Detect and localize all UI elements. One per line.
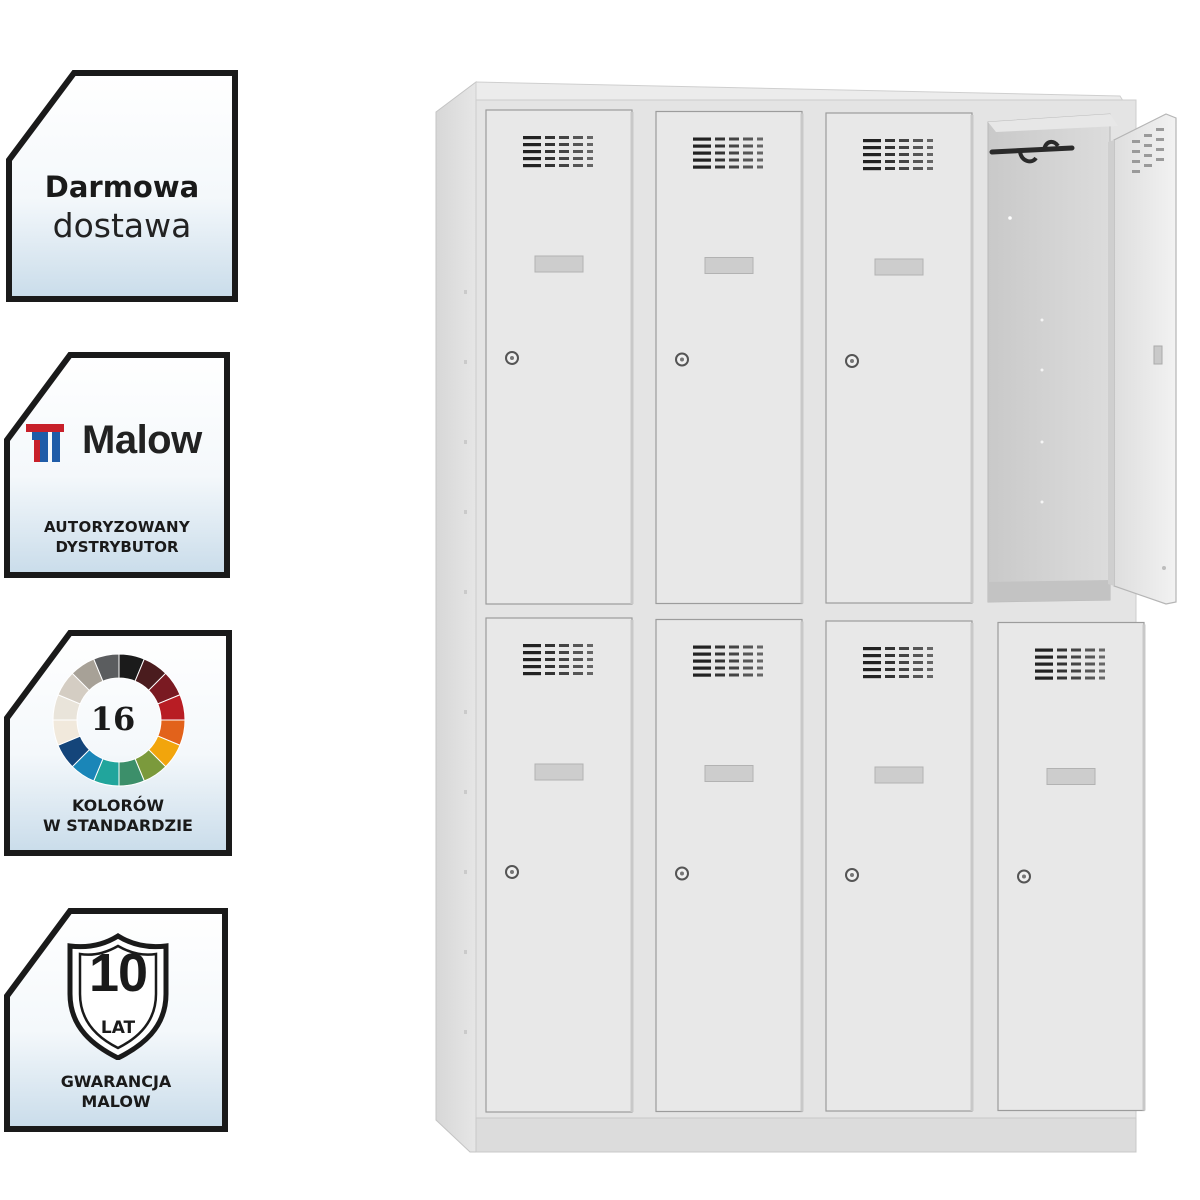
free-delivery-badge: Darmowa dostawa — [6, 70, 238, 302]
distributor-line-2: DYSTRYBUTOR — [55, 538, 179, 556]
warranty-line-2: MALOW — [81, 1092, 151, 1111]
vent-slots-icon — [863, 647, 933, 679]
label-holder — [874, 258, 924, 276]
label-holder — [534, 255, 584, 273]
vent-slots-icon — [523, 136, 593, 168]
locker-door[interactable] — [825, 620, 974, 1112]
cabinet-side-panel — [435, 81, 477, 1153]
cabinet-base — [475, 1117, 1137, 1153]
malow-logo-icon — [26, 424, 64, 462]
locker-door[interactable] — [485, 109, 634, 605]
color-count: 16 — [90, 700, 136, 738]
vent-slots-icon — [523, 644, 593, 676]
label-holder — [1046, 768, 1096, 785]
color-wheel-segment — [93, 653, 120, 682]
colors-line-2: W STANDARDZIE — [43, 816, 193, 835]
badge-frame — [4, 352, 230, 578]
shield-icon — [67, 933, 169, 1060]
warranty-badge: 10 LAT GWARANCJA MALOW — [4, 908, 228, 1132]
color-wheel-icon — [52, 653, 186, 787]
authorized-distributor-badge: Malow AUTORYZOWANY DYSTRYBUTOR — [4, 352, 230, 578]
locker-door[interactable] — [485, 617, 634, 1113]
locker-door[interactable] — [825, 112, 974, 604]
warranty-unit: LAT — [100, 1018, 136, 1038]
colors-badge: 16 KOLORÓW W STANDARDZIE — [4, 630, 232, 856]
vent-slots-icon — [1035, 648, 1105, 680]
delivery-line-1: Darmowa — [44, 170, 200, 204]
label-holder — [704, 257, 754, 274]
badge-frame — [6, 70, 238, 302]
distributor-line-1: AUTORYZOWANY — [43, 518, 191, 536]
colors-line-1: KOLORÓW — [71, 796, 165, 815]
vent-slots-icon — [693, 137, 763, 169]
label-holder — [534, 763, 584, 781]
open-locker-door — [1108, 113, 1177, 605]
label-holder — [874, 766, 924, 784]
warranty-years: 10 — [88, 943, 148, 1003]
warranty-line-1: GWARANCJA — [60, 1072, 172, 1091]
vent-slots-icon — [693, 645, 763, 677]
locker-door[interactable] — [655, 110, 804, 605]
delivery-line-2: dostawa — [52, 206, 192, 245]
locker-doors — [485, 109, 1146, 1113]
side-panel-dots — [464, 290, 467, 1034]
open-compartment-interior — [987, 113, 1118, 603]
vent-slots-icon — [863, 139, 933, 171]
locker-door[interactable] — [997, 621, 1146, 1112]
malow-logo: Malow — [24, 418, 224, 466]
locker-cabinet-image — [435, 81, 1177, 1153]
brand-name: Malow — [82, 418, 202, 462]
locker-door[interactable] — [655, 618, 804, 1113]
label-holder — [704, 765, 754, 782]
